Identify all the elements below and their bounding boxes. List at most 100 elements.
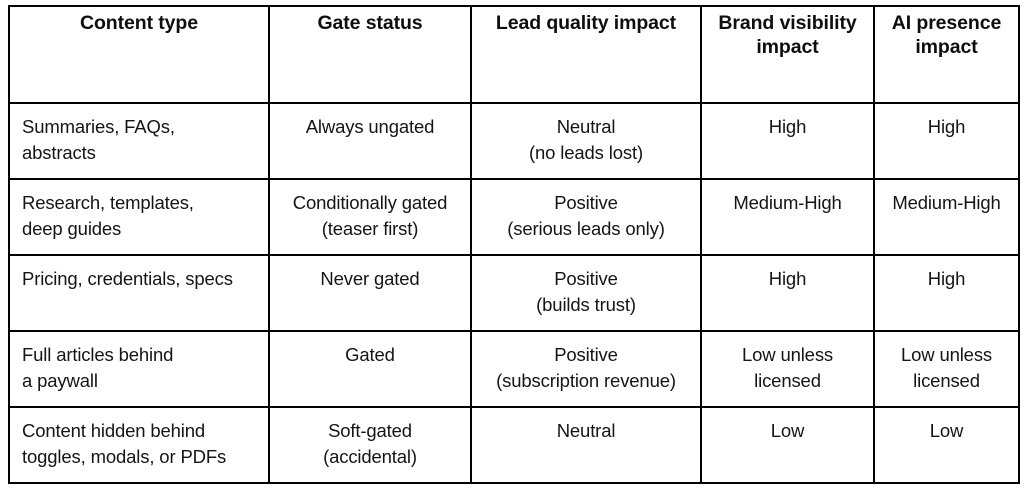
cell-line-1: Low bbox=[929, 420, 964, 441]
cell-lead-quality-impact-text: Positive (serious leads only) bbox=[472, 180, 700, 251]
cell-ai-presence-impact-text: Medium-High bbox=[875, 180, 1018, 224]
cell-ai-presence-impact-text: High bbox=[875, 104, 1018, 148]
cell-content-type-text: Content hidden behind toggles, modals, o… bbox=[10, 408, 268, 479]
cell-content-type-text: Pricing, credentials, specs bbox=[10, 256, 268, 300]
cell-line-2: licensed bbox=[754, 370, 821, 392]
cell-line-1: Positive bbox=[554, 268, 618, 289]
column-header-lead-quality-impact: Lead quality impact bbox=[470, 5, 702, 104]
cell-brand-visibility-impact-text: High bbox=[702, 104, 873, 148]
column-header-ai-presence-impact-label: AI presence impact bbox=[891, 12, 1002, 59]
cell-content-type: Research, templates, deep guides bbox=[8, 178, 270, 256]
cell-lead-quality-impact: Neutral bbox=[470, 406, 702, 484]
content-gating-table-container: Content type Gate status Lead quality im… bbox=[8, 5, 1020, 484]
table-row: Pricing, credentials, specs Never gated … bbox=[8, 254, 1020, 332]
cell-line-1: Summaries, FAQs, bbox=[22, 116, 175, 137]
cell-line-1: Medium-High bbox=[733, 192, 842, 213]
cell-line-1: Low bbox=[770, 420, 805, 441]
cell-lead-quality-impact-text: Positive (subscription revenue) bbox=[472, 332, 700, 403]
column-header-brand-visibility-impact-label: Brand visibility impact bbox=[718, 12, 857, 59]
cell-line-1: Medium-High bbox=[892, 192, 1001, 213]
cell-brand-visibility-impact-text: Medium-High bbox=[702, 180, 873, 224]
table-row: Full articles behind a paywall Gated Pos… bbox=[8, 330, 1020, 408]
cell-line-2: toggles, modals, or PDFs bbox=[22, 446, 227, 468]
cell-line-1: Neutral bbox=[556, 420, 616, 441]
cell-line-1: Never gated bbox=[320, 268, 420, 289]
cell-ai-presence-impact-text: High bbox=[875, 256, 1018, 300]
cell-content-type-text: Full articles behind a paywall bbox=[10, 332, 268, 403]
cell-brand-visibility-impact: Low unless licensed bbox=[700, 330, 875, 408]
table-header: Content type Gate status Lead quality im… bbox=[8, 5, 1020, 104]
cell-line-1: Full articles behind bbox=[22, 344, 174, 365]
cell-ai-presence-impact: Low unless licensed bbox=[873, 330, 1020, 408]
cell-lead-quality-impact-text: Positive (builds trust) bbox=[472, 256, 700, 327]
content-gating-table: Content type Gate status Lead quality im… bbox=[8, 5, 1020, 484]
cell-line-2: (teaser first) bbox=[321, 218, 419, 240]
cell-gate-status-text: Always ungated bbox=[270, 104, 470, 148]
cell-brand-visibility-impact-text: Low unless licensed bbox=[702, 332, 873, 403]
cell-gate-status-text: Gated bbox=[270, 332, 470, 376]
cell-brand-visibility-impact-text: Low bbox=[702, 408, 873, 452]
cell-line-1: Conditionally gated bbox=[292, 192, 448, 213]
cell-line-2: (builds trust) bbox=[536, 294, 636, 316]
table-body: Summaries, FAQs, abstracts Always ungate… bbox=[8, 102, 1020, 484]
column-header-brand-visibility-impact: Brand visibility impact bbox=[700, 5, 875, 104]
table-row: Research, templates, deep guides Conditi… bbox=[8, 178, 1020, 256]
column-header-lead-quality-impact-label: Lead quality impact bbox=[495, 12, 677, 34]
cell-gate-status: Always ungated bbox=[268, 102, 472, 180]
cell-line-1: High bbox=[768, 268, 807, 289]
cell-lead-quality-impact: Neutral (no leads lost) bbox=[470, 102, 702, 180]
cell-line-2: a paywall bbox=[22, 370, 98, 392]
column-header-gate-status: Gate status bbox=[268, 5, 472, 104]
cell-gate-status: Soft-gated (accidental) bbox=[268, 406, 472, 484]
cell-ai-presence-impact: Medium-High bbox=[873, 178, 1020, 256]
cell-content-type: Summaries, FAQs, abstracts bbox=[8, 102, 270, 180]
cell-line-2: (no leads lost) bbox=[529, 142, 643, 164]
cell-ai-presence-impact: High bbox=[873, 254, 1020, 332]
cell-line-1: Content hidden behind bbox=[22, 420, 206, 441]
cell-brand-visibility-impact: Low bbox=[700, 406, 875, 484]
cell-line-1: Always ungated bbox=[305, 116, 435, 137]
table-row: Content hidden behind toggles, modals, o… bbox=[8, 406, 1020, 484]
cell-content-type: Content hidden behind toggles, modals, o… bbox=[8, 406, 270, 484]
cell-line-2: (subscription revenue) bbox=[496, 370, 676, 392]
cell-line-2: (serious leads only) bbox=[507, 218, 665, 240]
cell-line-1: High bbox=[927, 268, 966, 289]
cell-line-1: High bbox=[927, 116, 966, 137]
cell-line-1: Research, templates, bbox=[22, 192, 194, 213]
cell-gate-status: Conditionally gated (teaser first) bbox=[268, 178, 472, 256]
cell-lead-quality-impact-text: Neutral (no leads lost) bbox=[472, 104, 700, 175]
table-row: Summaries, FAQs, abstracts Always ungate… bbox=[8, 102, 1020, 180]
cell-line-1: Positive bbox=[554, 344, 618, 365]
cell-ai-presence-impact: Low bbox=[873, 406, 1020, 484]
cell-lead-quality-impact: Positive (serious leads only) bbox=[470, 178, 702, 256]
cell-lead-quality-impact: Positive (subscription revenue) bbox=[470, 330, 702, 408]
cell-line-1: Positive bbox=[554, 192, 618, 213]
cell-line-1: Low unless bbox=[741, 344, 834, 365]
cell-content-type-text: Research, templates, deep guides bbox=[10, 180, 268, 251]
cell-brand-visibility-impact-text: High bbox=[702, 256, 873, 300]
cell-line-1: Pricing, credentials, specs bbox=[22, 268, 233, 289]
cell-line-1: Soft-gated bbox=[328, 420, 412, 441]
cell-content-type-text: Summaries, FAQs, abstracts bbox=[10, 104, 268, 175]
cell-content-type: Pricing, credentials, specs bbox=[8, 254, 270, 332]
column-header-ai-presence-impact: AI presence impact bbox=[873, 5, 1020, 104]
cell-brand-visibility-impact: Medium-High bbox=[700, 178, 875, 256]
column-header-content-type-label: Content type bbox=[80, 12, 198, 34]
cell-gate-status: Never gated bbox=[268, 254, 472, 332]
cell-line-1: Neutral bbox=[556, 116, 616, 137]
cell-gate-status-text: Conditionally gated (teaser first) bbox=[270, 180, 470, 251]
cell-line-1: Low unless bbox=[900, 344, 993, 365]
cell-line-1: Gated bbox=[345, 344, 395, 365]
cell-line-2: licensed bbox=[913, 370, 980, 392]
cell-line-2: abstracts bbox=[22, 142, 96, 164]
cell-gate-status-text: Soft-gated (accidental) bbox=[270, 408, 470, 479]
cell-line-1: High bbox=[768, 116, 807, 137]
cell-ai-presence-impact: High bbox=[873, 102, 1020, 180]
column-header-gate-status-label: Gate status bbox=[317, 12, 423, 34]
cell-ai-presence-impact-text: Low bbox=[875, 408, 1018, 452]
cell-lead-quality-impact: Positive (builds trust) bbox=[470, 254, 702, 332]
cell-line-2: deep guides bbox=[22, 218, 122, 240]
cell-ai-presence-impact-text: Low unless licensed bbox=[875, 332, 1018, 403]
cell-content-type: Full articles behind a paywall bbox=[8, 330, 270, 408]
cell-gate-status: Gated bbox=[268, 330, 472, 408]
